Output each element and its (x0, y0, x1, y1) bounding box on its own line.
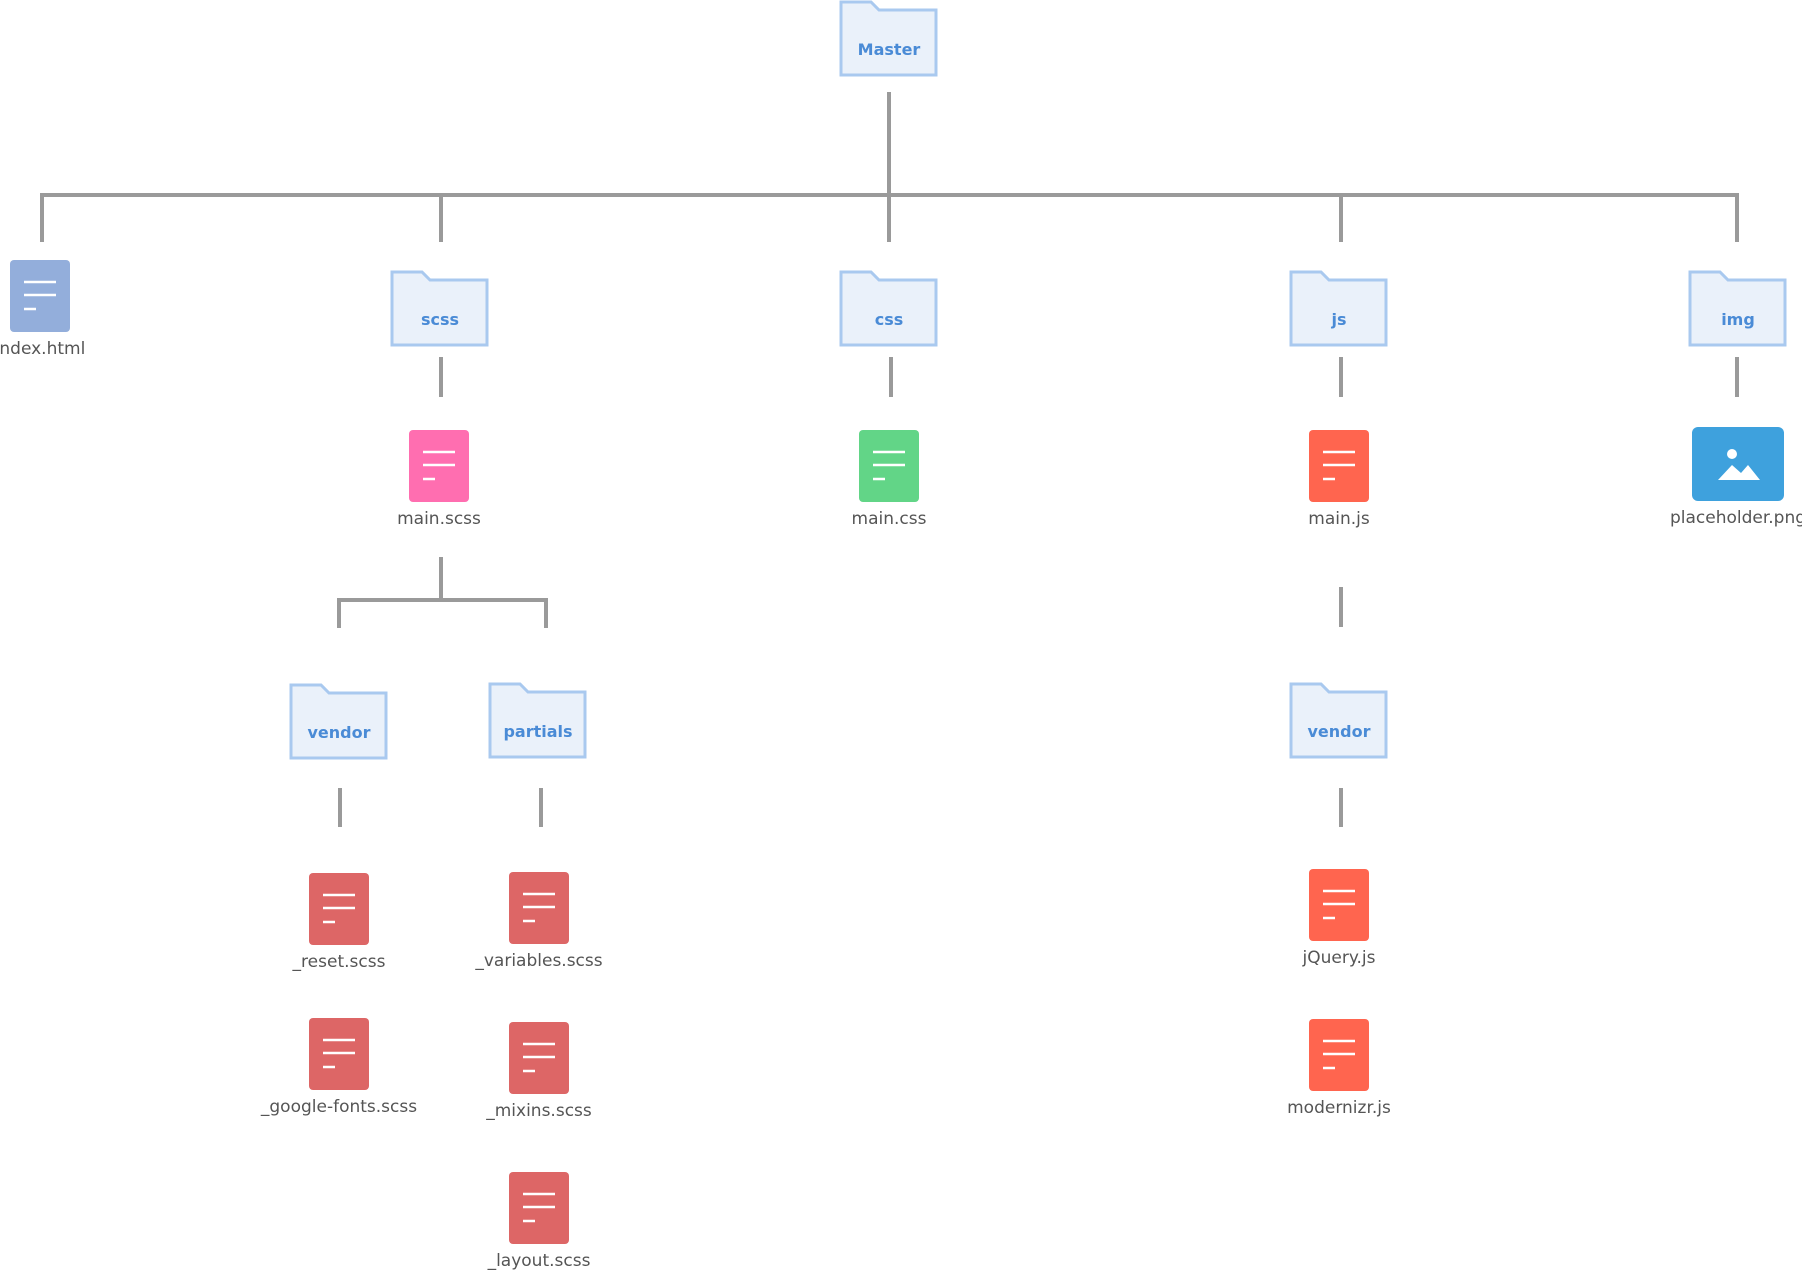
folder-icon (488, 682, 587, 759)
file-main-scss[interactable]: main.scss (349, 430, 529, 530)
folder-label: css (874, 310, 904, 329)
file-main-js[interactable]: main.js (1249, 430, 1429, 530)
folder-label: vendor (1307, 722, 1371, 741)
folder-label: partials (503, 722, 573, 741)
document-icon (509, 1022, 569, 1094)
file-label: main.css (851, 509, 927, 529)
document-icon (859, 430, 919, 502)
document-icon (409, 430, 469, 502)
document-icon (509, 1172, 569, 1244)
file-placeholder-png[interactable]: placeholder.png (1648, 427, 1802, 529)
file-label: _reset.scss (292, 952, 386, 972)
folder-icon (1289, 270, 1388, 347)
folder-label: vendor (307, 723, 371, 742)
file-label: main.js (1308, 509, 1370, 529)
file-google-fonts-scss[interactable]: _google-fonts.scss (249, 1018, 429, 1118)
document-icon (1309, 869, 1369, 941)
file-variables-scss[interactable]: _variables.scss (449, 872, 629, 972)
document-icon (309, 1018, 369, 1090)
folder-icon (839, 270, 938, 347)
file-label: index.html (0, 339, 86, 359)
folder-partials[interactable]: partials (448, 682, 628, 760)
file-label: jQuery.js (1302, 948, 1376, 968)
file-modernizr-js[interactable]: modernizr.js (1249, 1019, 1429, 1119)
folder-scss-vendor[interactable]: vendor (249, 683, 429, 761)
folder-scss[interactable]: scss (350, 270, 530, 348)
document-icon (309, 873, 369, 945)
document-icon (10, 260, 70, 332)
file-mixins-scss[interactable]: _mixins.scss (449, 1022, 629, 1122)
folder-js-vendor[interactable]: vendor (1249, 682, 1429, 760)
folder-icon (1289, 682, 1388, 759)
folder-master[interactable]: Master (799, 0, 979, 78)
folder-label: Master (857, 40, 921, 59)
document-icon (509, 872, 569, 944)
folder-icon (289, 683, 388, 760)
file-main-css[interactable]: main.css (799, 430, 979, 530)
file-label: _layout.scss (487, 1251, 591, 1271)
folder-icon (1688, 270, 1787, 347)
file-reset-scss[interactable]: _reset.scss (249, 873, 429, 973)
document-icon (1309, 1019, 1369, 1091)
file-label: _variables.scss (475, 951, 603, 971)
folder-icon (839, 0, 938, 77)
folder-label: scss (420, 310, 460, 329)
folder-css[interactable]: css (799, 270, 979, 348)
document-icon (1309, 430, 1369, 502)
file-label: _mixins.scss (486, 1101, 592, 1121)
file-label: main.scss (397, 509, 481, 529)
file-label: modernizr.js (1287, 1098, 1391, 1118)
file-label: _google-fonts.scss (260, 1097, 418, 1117)
file-layout-scss[interactable]: _layout.scss (449, 1172, 629, 1272)
folder-label: img (1721, 310, 1755, 329)
file-label: placeholder.png (1669, 508, 1802, 528)
folder-js[interactable]: js (1249, 270, 1429, 348)
file-index-html[interactable]: index.html (0, 260, 130, 360)
file-jquery-js[interactable]: jQuery.js (1249, 869, 1429, 969)
folder-label: js (1331, 310, 1347, 329)
image-icon (1692, 427, 1784, 501)
folder-img[interactable]: img (1648, 270, 1802, 348)
folder-icon (390, 270, 489, 347)
